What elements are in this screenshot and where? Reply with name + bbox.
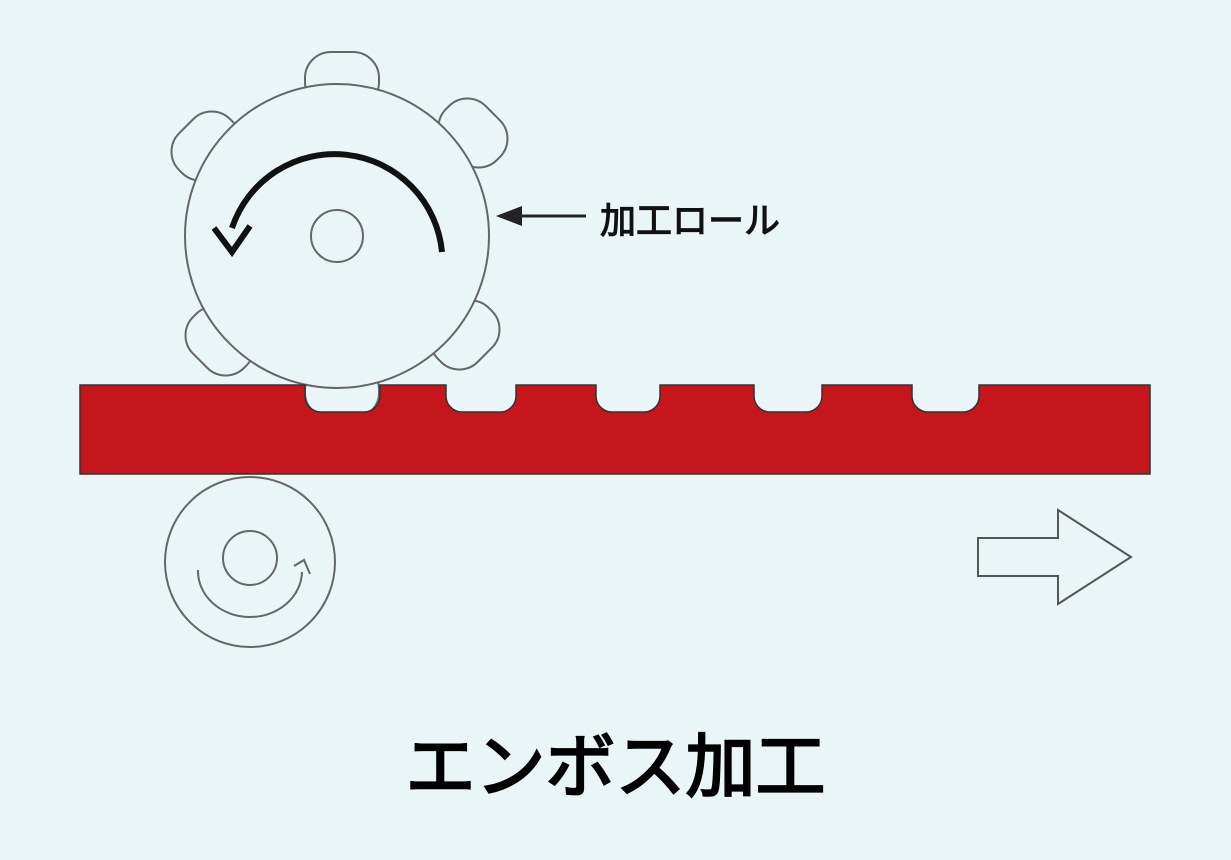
backing-roll-hub [222,530,278,586]
roll-hub [310,209,364,263]
diagram-title: エンボス加工 [405,726,826,808]
clockwise-arrow-icon [196,558,311,618]
processing-roll-label: 加工ロール [600,201,781,242]
processing-roll [170,51,509,418]
counterclockwise-arrow-icon [211,151,445,258]
label-pointer-arrow [496,206,586,226]
right-arrow-outline-icon [977,508,1133,606]
embossed-sheet [79,384,1151,475]
backing-roll [164,476,336,648]
